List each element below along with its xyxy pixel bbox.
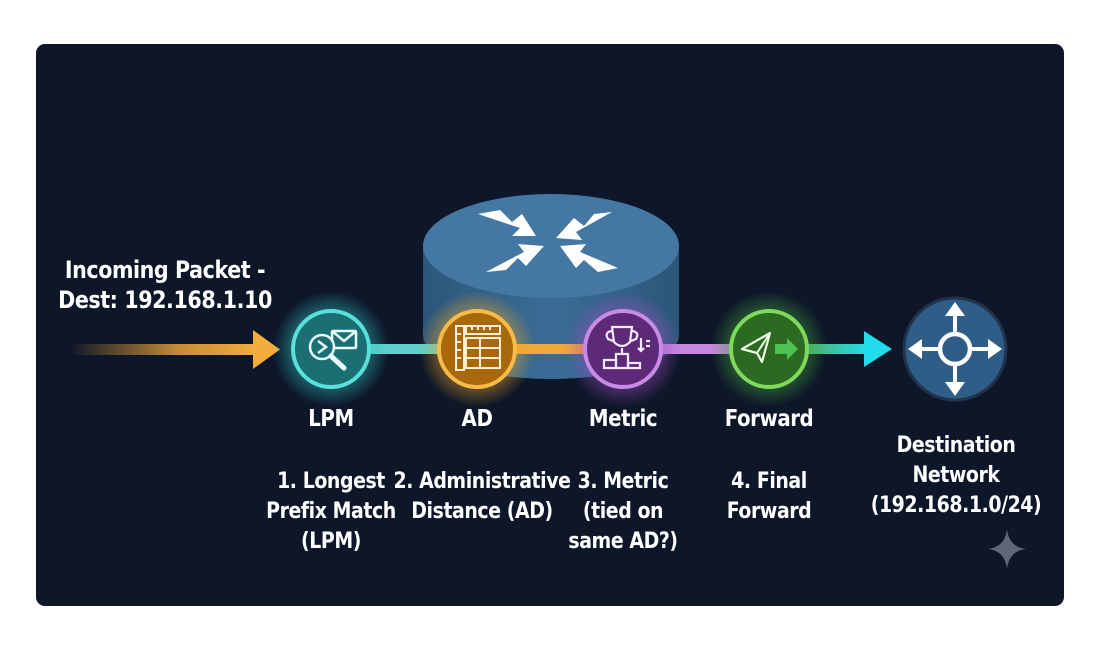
step-ad-node xyxy=(419,291,535,407)
router-arrows-icon xyxy=(478,210,618,272)
step-ad-short-label: AD xyxy=(461,406,493,432)
four-way-arrows-icon xyxy=(908,302,1002,396)
step-forward-node xyxy=(711,291,827,407)
step-metric-description: 3. Metric (tied on same AD?) xyxy=(568,469,678,554)
step-lpm-short-label: LPM xyxy=(308,406,354,432)
sparkle-watermark-icon xyxy=(988,529,1026,569)
outgoing-arrow-head xyxy=(864,331,892,367)
connector-metric-forward xyxy=(660,344,732,354)
paper-plane-icon xyxy=(740,331,798,364)
step-forward-short-label: Forward xyxy=(724,406,814,432)
step-lpm-description: 1. Longest Prefix Match (LPM) xyxy=(266,469,396,554)
destination-network-label: Destination Network (192.168.1.0/24) xyxy=(870,433,1042,518)
incoming-arrow-head xyxy=(253,330,280,369)
step-lpm-node xyxy=(273,291,389,407)
step-forward-description: 4. Final Forward xyxy=(726,469,812,524)
step-ad-description: 2. Administrative Distance (AD) xyxy=(393,469,571,524)
trophy-podium-icon xyxy=(602,325,650,370)
destination-node xyxy=(902,296,1008,402)
step-metric-short-label: Metric xyxy=(588,406,658,432)
outgoing-arrow-shaft xyxy=(806,344,868,354)
ruler-table-icon xyxy=(455,325,501,371)
incoming-packet-label: Incoming Packet - Dest: 192.168.1.10 xyxy=(58,256,272,314)
connector-ad-metric xyxy=(514,344,586,354)
connector-lpm-ad xyxy=(368,344,440,354)
magnifier-envelope-icon xyxy=(308,329,358,371)
incoming-arrow-shaft xyxy=(70,344,256,355)
flow-connectors xyxy=(70,330,892,369)
step-metric-node xyxy=(565,291,681,407)
